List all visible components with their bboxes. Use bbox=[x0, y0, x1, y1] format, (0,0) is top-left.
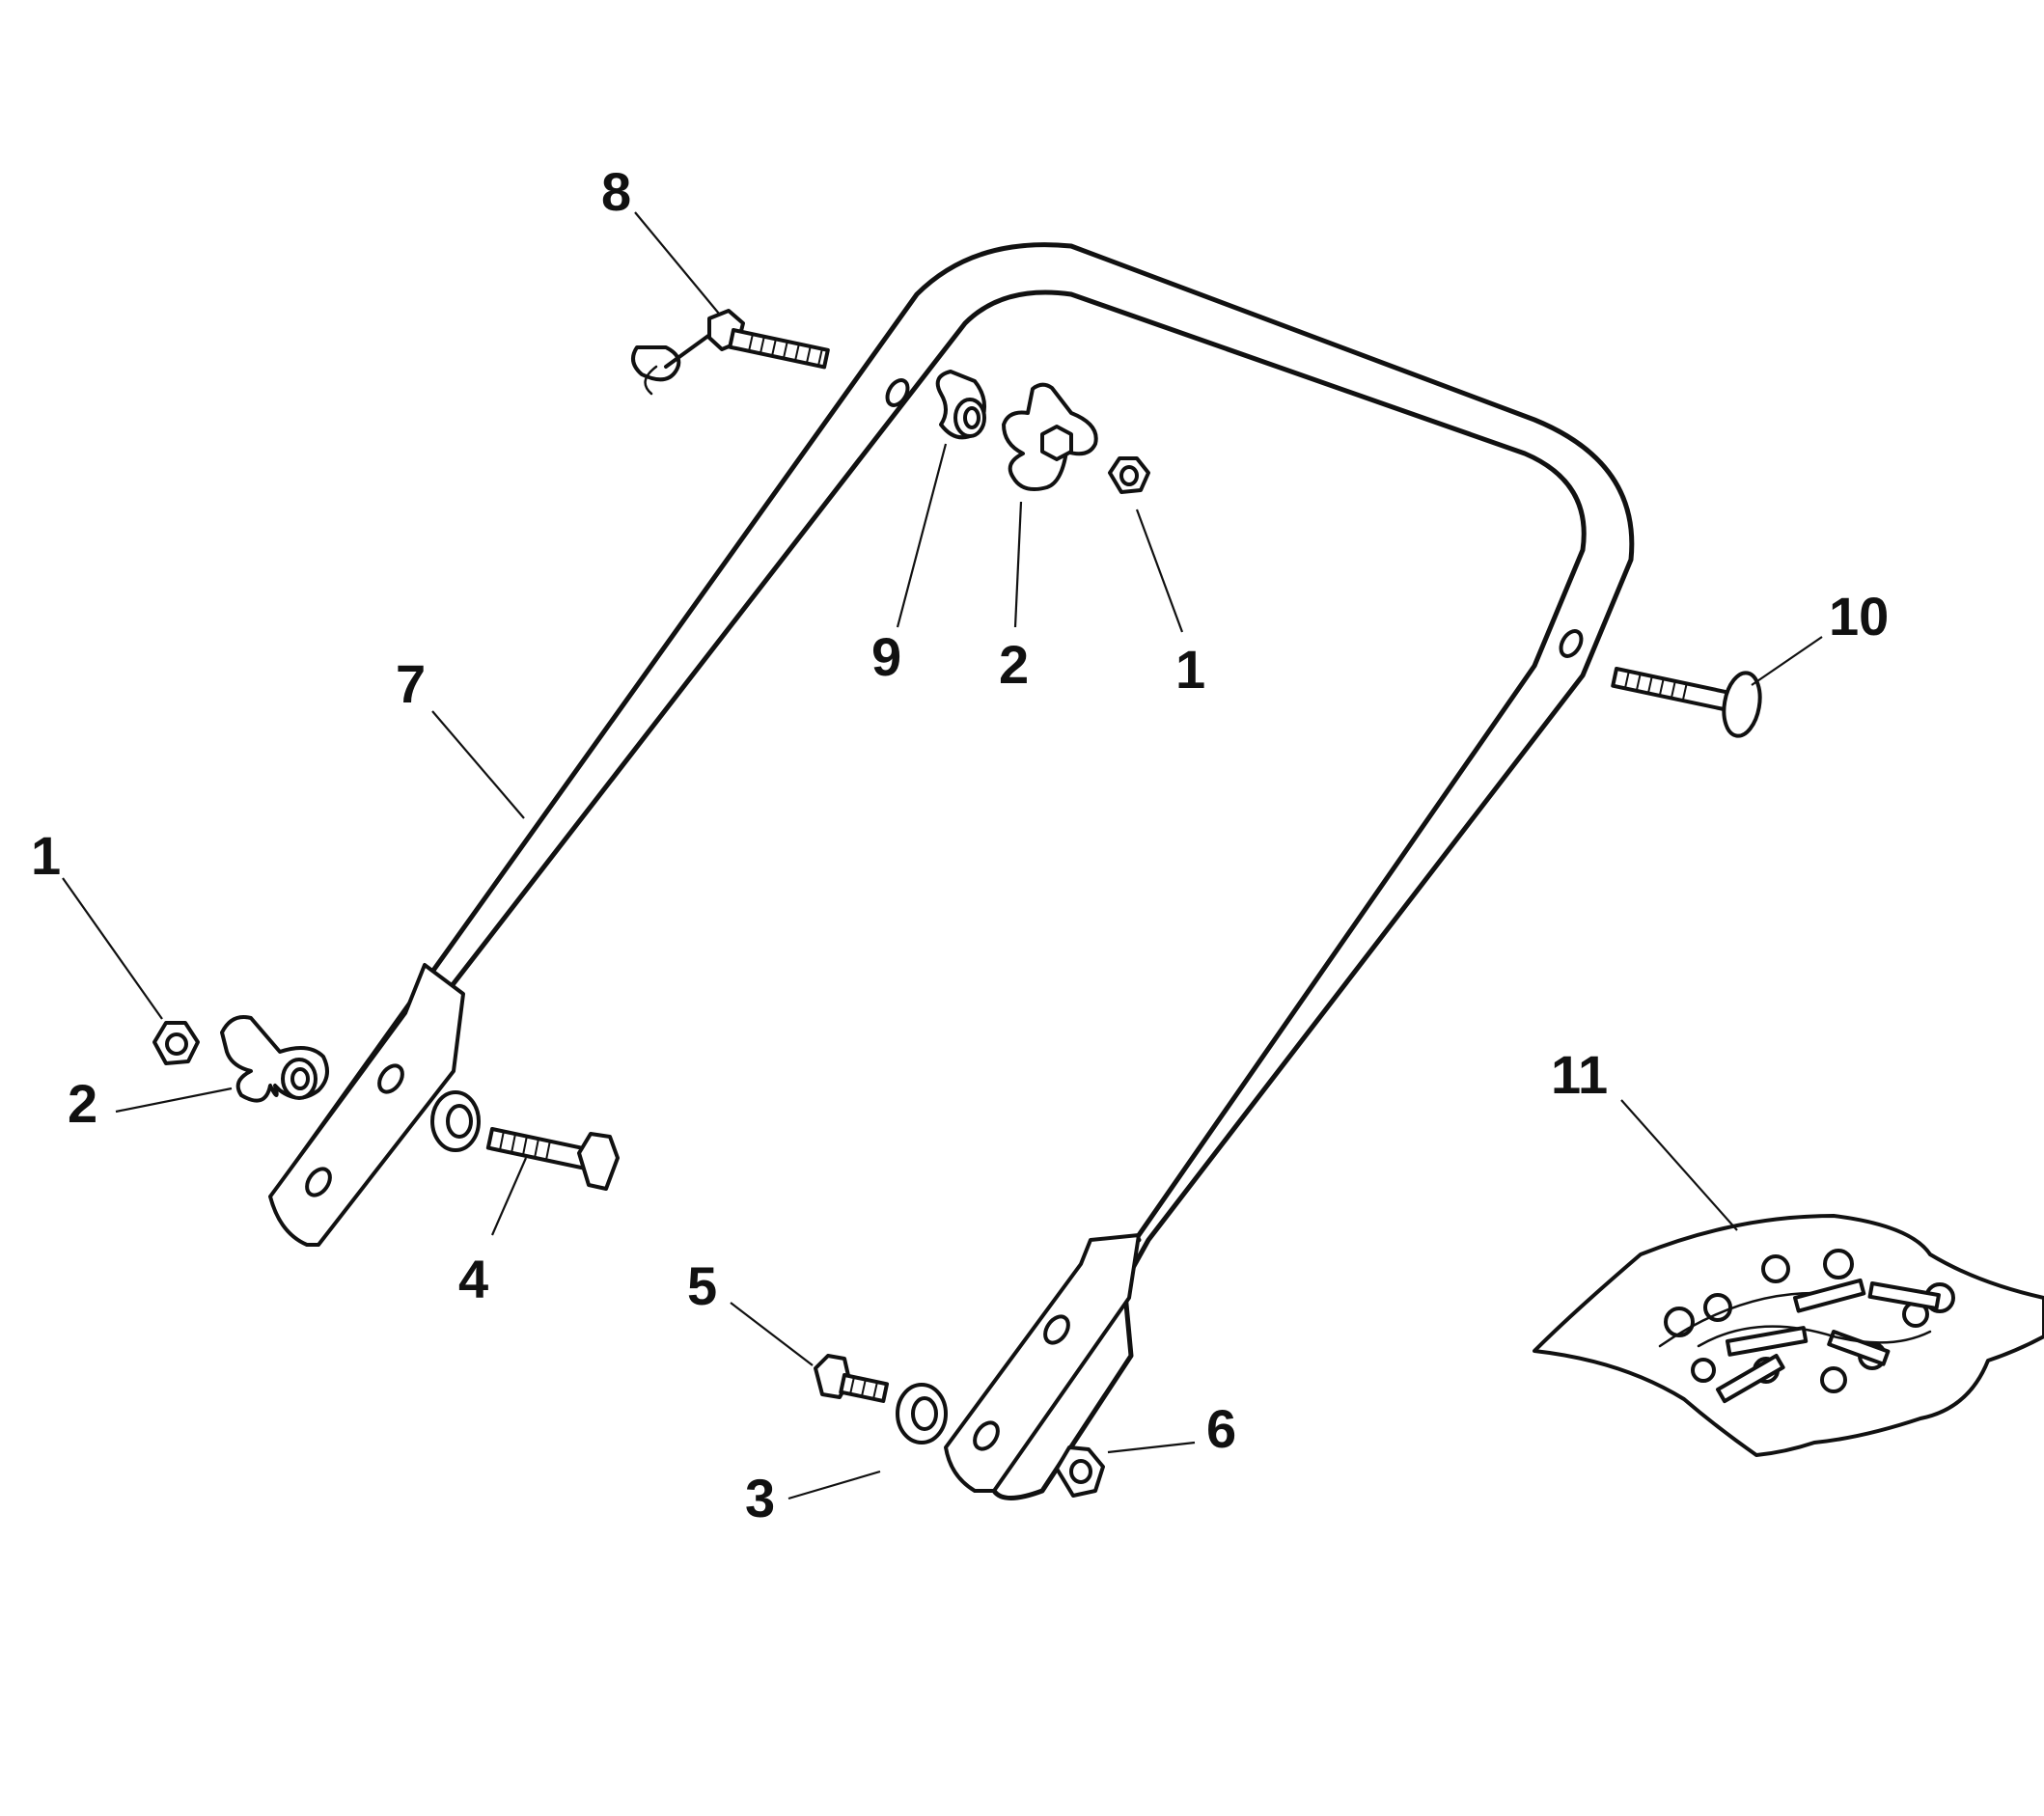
washer-bottom bbox=[896, 1383, 948, 1445]
callout-2-top: 2 bbox=[999, 634, 1029, 695]
callout-6: 6 bbox=[1206, 1398, 1236, 1459]
callout-2-left: 2 bbox=[68, 1073, 97, 1134]
hex-nut-left bbox=[152, 1021, 200, 1065]
callout-10: 10 bbox=[1829, 586, 1889, 647]
leader-lines bbox=[62, 211, 1823, 1500]
hex-bolt-long bbox=[485, 1127, 620, 1191]
spacer-bushing-top bbox=[935, 370, 986, 440]
callout-8: 8 bbox=[601, 161, 631, 222]
carriage-bolt bbox=[1611, 666, 1762, 738]
handle-tube bbox=[268, 242, 1635, 1500]
callout-3: 3 bbox=[745, 1468, 775, 1528]
callout-11: 11 bbox=[1551, 1044, 1608, 1105]
washer-left bbox=[430, 1090, 481, 1152]
hex-bolt-short bbox=[814, 1354, 890, 1403]
star-knob-left bbox=[220, 1015, 329, 1103]
hardware-bag bbox=[1533, 1214, 2044, 1457]
callout-7: 7 bbox=[396, 653, 426, 714]
eye-bolt-with-clip bbox=[631, 309, 830, 396]
callout-9: 9 bbox=[871, 626, 901, 687]
star-knob-top bbox=[1002, 382, 1098, 491]
callout-1-top: 1 bbox=[1175, 639, 1205, 700]
callout-4: 4 bbox=[458, 1249, 488, 1309]
hex-nut-top bbox=[1108, 456, 1150, 494]
lock-nut bbox=[1055, 1445, 1105, 1498]
callout-1-left: 1 bbox=[31, 825, 61, 886]
callout-5: 5 bbox=[687, 1255, 717, 1316]
callout-labels: 8 9 2 1 10 7 1 2 4 5 3 6 11 bbox=[31, 161, 1889, 1528]
